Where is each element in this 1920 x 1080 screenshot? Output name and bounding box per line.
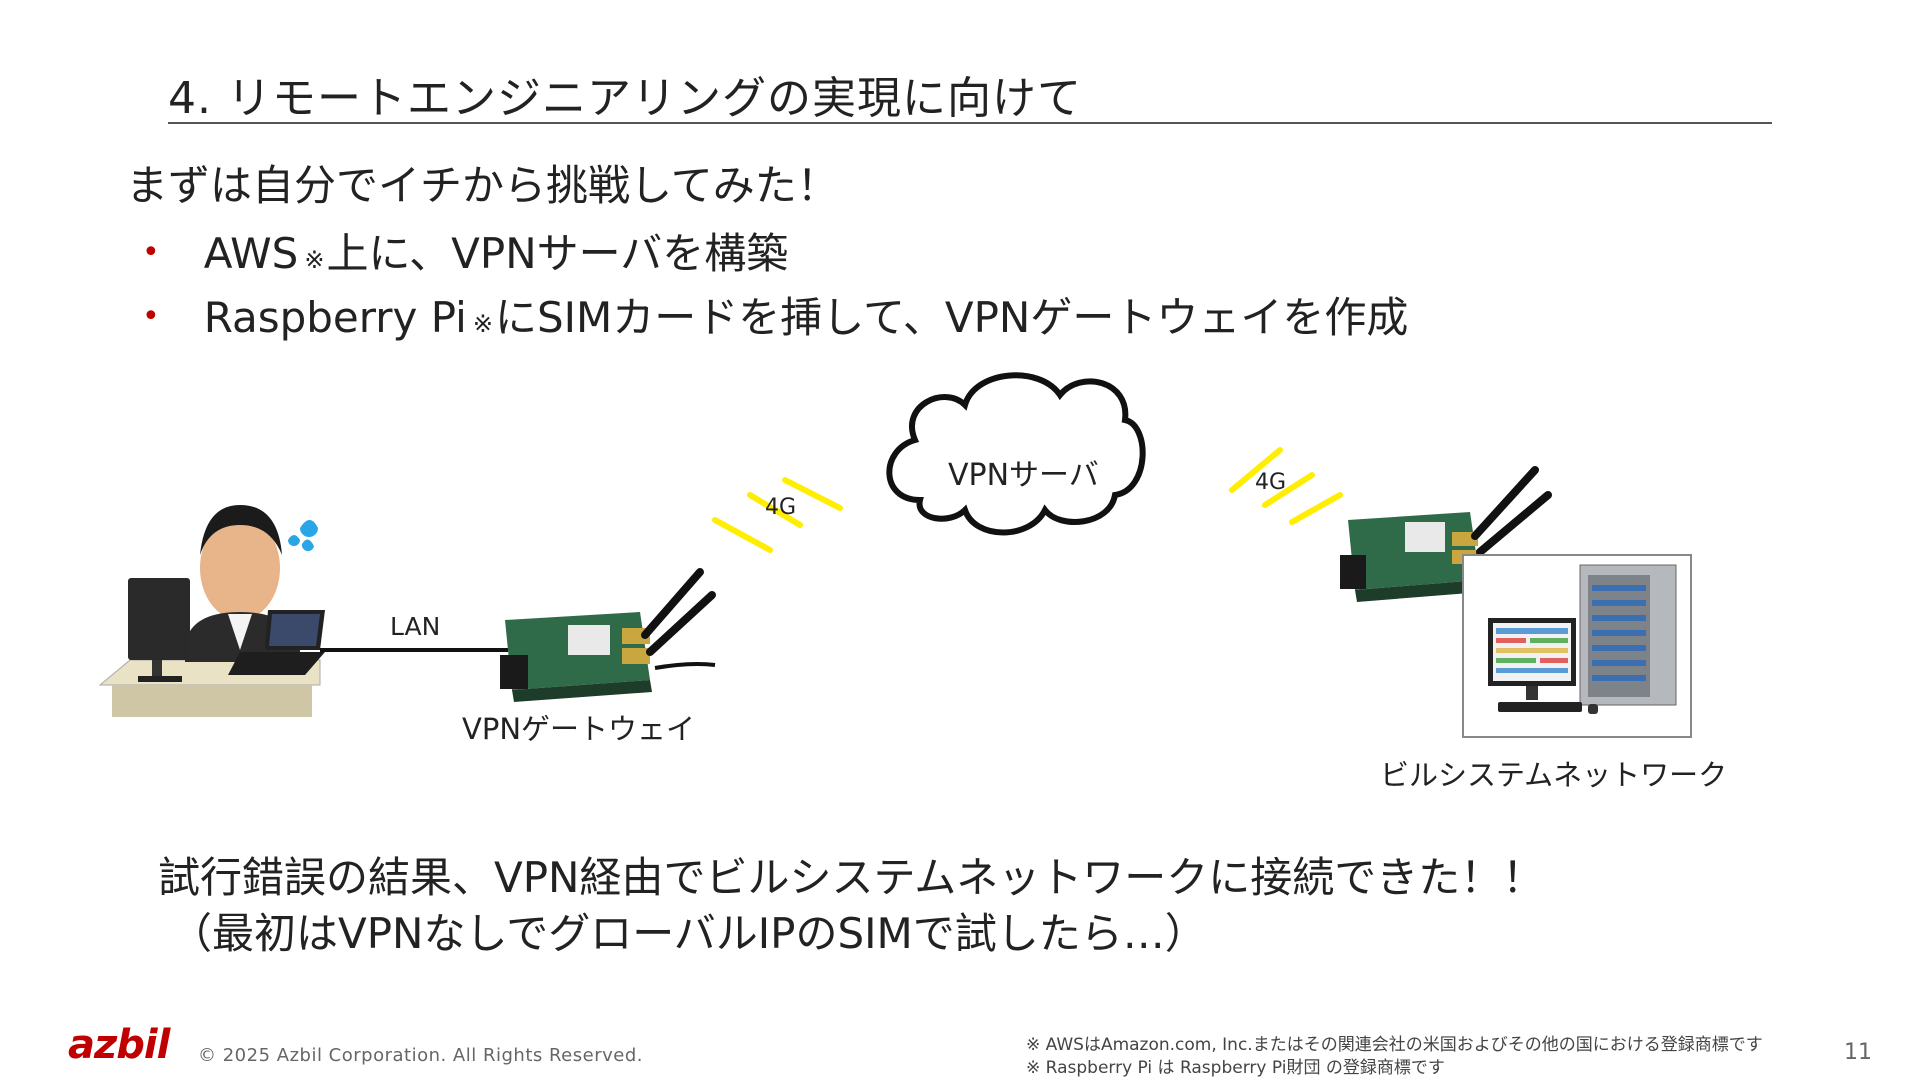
result-text: 試行錯誤の結果、VPN経由でビルシステムネットワークに接続できた！！ [158,853,1545,902]
bullet-marker: • [142,299,160,334]
vpn-gateway-label: VPNゲートウェイ [462,712,696,746]
bullet-raspberry-note: ※ [472,310,493,338]
bullet-raspberry: • Raspberry Pi※にSIMカードを挿して、VPNゲートウェイを作成 [142,284,1408,345]
intro-text: まずは自分でイチから挑戦してみた！ [126,161,839,210]
vpn-server-label: VPNサーバ [948,458,1099,493]
sweat-drops-icon [288,520,318,552]
building-system-icon [1462,554,1692,738]
footnote-raspberry: ※ Raspberry Pi は Raspberry Pi財団 の登録商標です [1026,1058,1445,1078]
result-note: （最初はVPNなしでグローバルIPのSIMで試したら…） [170,909,1207,958]
signal-left-icon [712,477,843,553]
signal-right-icon [1229,447,1343,525]
bullet-aws-before: AWS [203,229,299,278]
page-number: 11 [1844,1040,1872,1065]
azbil-logo: azbil [68,1022,170,1068]
vpn-cloud-shape [886,372,1146,536]
vpn-gateway-device-icon [500,568,716,702]
title-underline [168,122,1772,124]
building-network-label: ビルシステムネットワーク [1380,758,1728,792]
engineer-workstation-icon [98,505,325,717]
slide-title: 4. リモートエンジニアリングの実現に向けて [168,73,1082,124]
bullet-raspberry-after: にSIMカードを挿して、VPNゲートウェイを作成 [494,293,1409,342]
bullet-raspberry-before: Raspberry Pi [203,293,467,342]
link-left-label: 4G [765,495,797,520]
copyright-text: © 2025 Azbil Corporation. All Rights Res… [198,1045,643,1066]
bullet-aws-note: ※ [304,246,325,274]
bullet-aws-after: 上に、VPNサーバを構築 [326,229,789,278]
lan-label: LAN [390,612,441,641]
bullet-aws: • AWS※上に、VPNサーバを構築 [142,220,788,281]
link-right-label: 4G [1255,470,1287,495]
bullet-marker: • [142,235,160,270]
footnote-aws: ※ AWSはAmazon.com, Inc.またはその関連会社の米国およびその他… [1026,1035,1763,1055]
